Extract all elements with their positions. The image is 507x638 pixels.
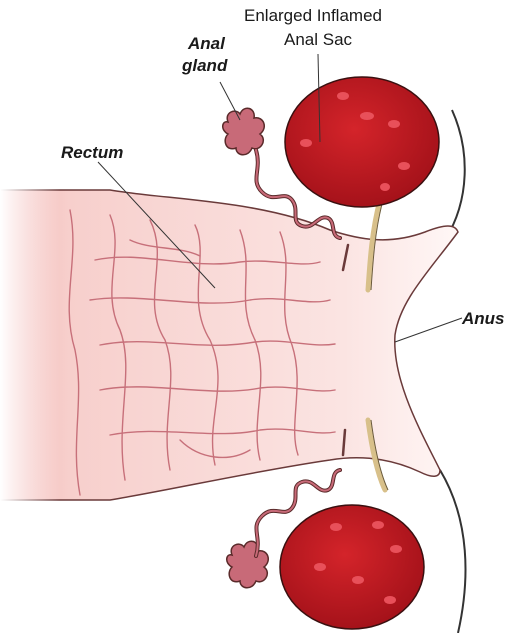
label-gland: gland [182,56,227,76]
label-anal-sac: Anal Sac [284,30,352,50]
label-rectum: Rectum [61,143,123,163]
anal-gland-bottom [227,541,269,588]
anal-sac-top [285,77,439,207]
label-enlarged-inflamed: Enlarged Inflamed [244,6,382,26]
skin-outline-bottom [440,470,465,633]
label-anal: Anal [188,34,225,54]
anal-sac-bottom [280,505,424,629]
rectum-fade [0,185,60,505]
anal-gland-top [223,108,265,155]
label-anus: Anus [462,309,505,329]
leader-anus [395,318,462,342]
skin-outline-top [445,110,465,240]
